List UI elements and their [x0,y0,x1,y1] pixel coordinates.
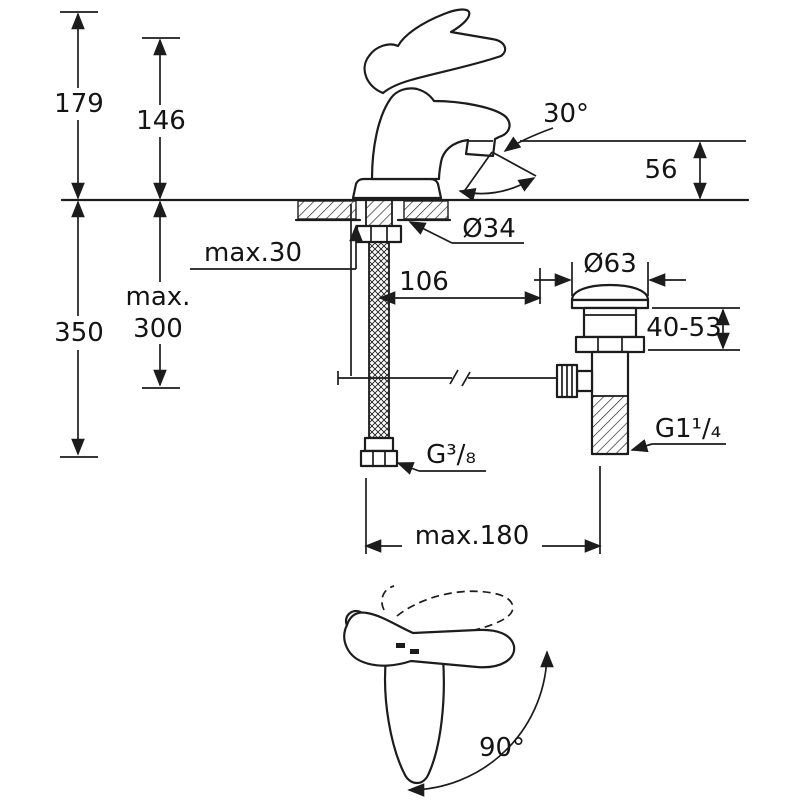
waste-dome [570,283,650,302]
dimension-40-53: 40-53 [646,307,740,351]
dimension-max-300: max. 300 [124,200,194,389]
dim-179-label: 179 [54,89,104,119]
dimension-dia-34: Ø34 [408,214,524,244]
leader-arrow [408,221,453,244]
pop-up-waste [555,283,650,456]
dimension-350: 350 [50,200,108,458]
hose-nut [359,449,399,468]
swivel-arc [407,650,554,797]
faucet-lever [363,8,507,95]
rod-break-mark [449,369,459,385]
dim-106-label: 106 [399,267,449,297]
g38-label: G³/₈ [426,440,476,470]
supply-hose [368,241,390,439]
faucet-side-view [351,8,511,200]
label-g3-8: G³/₈ [396,440,486,475]
dim-max300-label-line2: 300 [133,314,183,344]
lever-detail-dot [396,643,405,648]
dimension-106: 106 [378,267,542,305]
dimension-dia-63: Ø63 [534,249,686,296]
label-backing [50,316,108,350]
dimension-angle-90: 90° [407,650,554,797]
dimension-angle-30: 30° [458,99,589,202]
dimension-146: 146 [132,37,190,200]
faucet-base [351,177,443,200]
label-g1-1-4: G1¹/₄ [630,414,726,453]
mounting-nut [355,224,403,244]
dimension-179: 179 [50,11,108,200]
label-backing [50,88,108,120]
leader-arrow [503,127,554,153]
label-backing [402,518,542,552]
angle-arc [458,177,536,202]
angle-leg [462,151,493,194]
max-30-label: max.30 [204,238,302,268]
g114-label: G1¹/₄ [655,414,721,444]
dim-146-label: 146 [136,106,186,136]
counter-hatch-right [403,200,449,220]
counter-hatch-left [297,200,357,220]
hose-end-fitting [363,436,395,453]
dim-max300-label-line1: max. [126,282,191,312]
max-180-label: max.180 [415,521,530,551]
angle-90-label: 90° [479,733,525,763]
waste-flange [570,298,650,310]
dim-40-53-label: 40-53 [646,313,722,343]
rod-stub [575,369,594,393]
dim-56-label: 56 [644,155,677,185]
rod-break-mark [461,371,471,387]
lever-cap-dashed [381,585,395,611]
leader-arrow [630,439,653,453]
angle-30-label: 30° [543,99,589,129]
faucet-body-spout [370,87,511,181]
dia-34-label: Ø34 [462,214,516,244]
angle-leg [491,151,537,177]
dim-350-label: 350 [54,318,104,348]
dimension-max-30: max.30 [190,224,363,270]
dimension-56: 56 [520,140,746,200]
under-counter-parts [337,199,560,468]
leader-arrow [396,462,420,475]
dimension-max-180: max.180 [364,466,602,554]
waste-neck [582,306,638,339]
tailpipe-thread [591,395,629,455]
lever-solid [343,611,516,669]
dia-63-label: Ø63 [583,249,637,279]
label-backing [124,282,194,344]
body-top-view [383,657,445,785]
lever-detail-dot [410,649,419,654]
countertop-section [60,198,750,222]
label-backing [132,105,190,137]
waste-locknut [574,335,646,354]
